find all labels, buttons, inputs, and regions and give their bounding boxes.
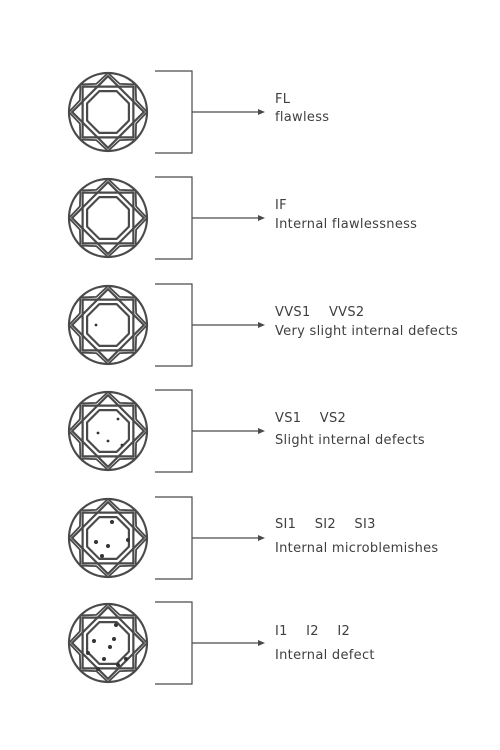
inclusion-dot — [108, 645, 112, 649]
grade-code: IF — [275, 198, 287, 213]
inclusion-dot — [94, 540, 98, 544]
bracket — [155, 70, 193, 154]
inclusion-dot — [126, 538, 130, 542]
inclusion-dot — [112, 637, 116, 641]
grade-codes-si: SI1 SI2 SI3 — [275, 517, 390, 533]
inclusion-dot — [124, 657, 128, 661]
grade-codes-fl: FL — [275, 92, 304, 108]
grade-description-fl: flawless — [275, 110, 330, 125]
inclusion-dot — [106, 544, 110, 548]
arrow-head-icon — [258, 428, 265, 434]
arrow-head-icon — [258, 215, 265, 221]
grade-code: SI3 — [354, 517, 376, 532]
grade-codes-if: IF — [275, 198, 301, 214]
diamond-icon — [67, 602, 149, 684]
grade-code: I1 — [275, 624, 288, 639]
grade-code: SI1 — [275, 517, 297, 532]
bracket — [155, 176, 193, 260]
grade-codes-i: I1 I2 I2 — [275, 624, 364, 640]
inclusion-dot — [96, 667, 100, 671]
arrow-head-icon — [258, 640, 265, 646]
grade-code: VVS2 — [328, 305, 365, 320]
grade-description-vvs: Very slight internal defects — [275, 324, 459, 339]
grade-description-si: Internal microblemishes — [275, 541, 439, 556]
grade-code: FL — [275, 92, 291, 107]
grade-code: SI2 — [314, 517, 336, 532]
grade-code: I2 — [306, 624, 319, 639]
arrow-head-icon — [258, 109, 265, 115]
inclusion-dot — [92, 639, 96, 643]
grade-codes-vs: VS1 VS2 — [275, 411, 360, 427]
bracket — [155, 389, 193, 473]
grade-description-i: Internal defect — [275, 648, 375, 663]
inclusion-dot — [100, 554, 104, 558]
bracket — [155, 283, 193, 367]
diamond-icon — [67, 71, 149, 153]
arrow-head-icon — [258, 322, 265, 328]
inclusion-dot — [94, 323, 98, 327]
grade-code: I2 — [337, 624, 351, 639]
grade-codes-vvs: VVS1 VVS2 — [275, 305, 378, 321]
arrow-head-icon — [258, 535, 265, 541]
grade-code: VVS1 — [275, 305, 311, 320]
grade-code: VS1 — [275, 411, 302, 426]
inclusion-dot — [110, 520, 114, 524]
bracket — [155, 496, 193, 580]
inclusion-dot — [116, 417, 120, 421]
inclusion-dot — [114, 623, 118, 627]
inclusion-dot — [96, 431, 100, 435]
grade-code: VS2 — [319, 411, 347, 426]
bracket — [155, 601, 193, 685]
inclusion-dot — [106, 439, 110, 443]
inclusion-dot — [86, 651, 90, 655]
inclusion-dot — [120, 443, 124, 447]
inclusion-dot — [116, 663, 120, 667]
diamond-icon — [67, 390, 149, 472]
diamond-icon — [67, 284, 149, 366]
diamond-icon — [67, 177, 149, 259]
grade-description-vs: Slight internal defects — [275, 433, 425, 448]
grade-description-if: Internal flawlessness — [275, 217, 418, 232]
inclusion-dot — [102, 657, 106, 661]
diamond-icon — [67, 497, 149, 579]
